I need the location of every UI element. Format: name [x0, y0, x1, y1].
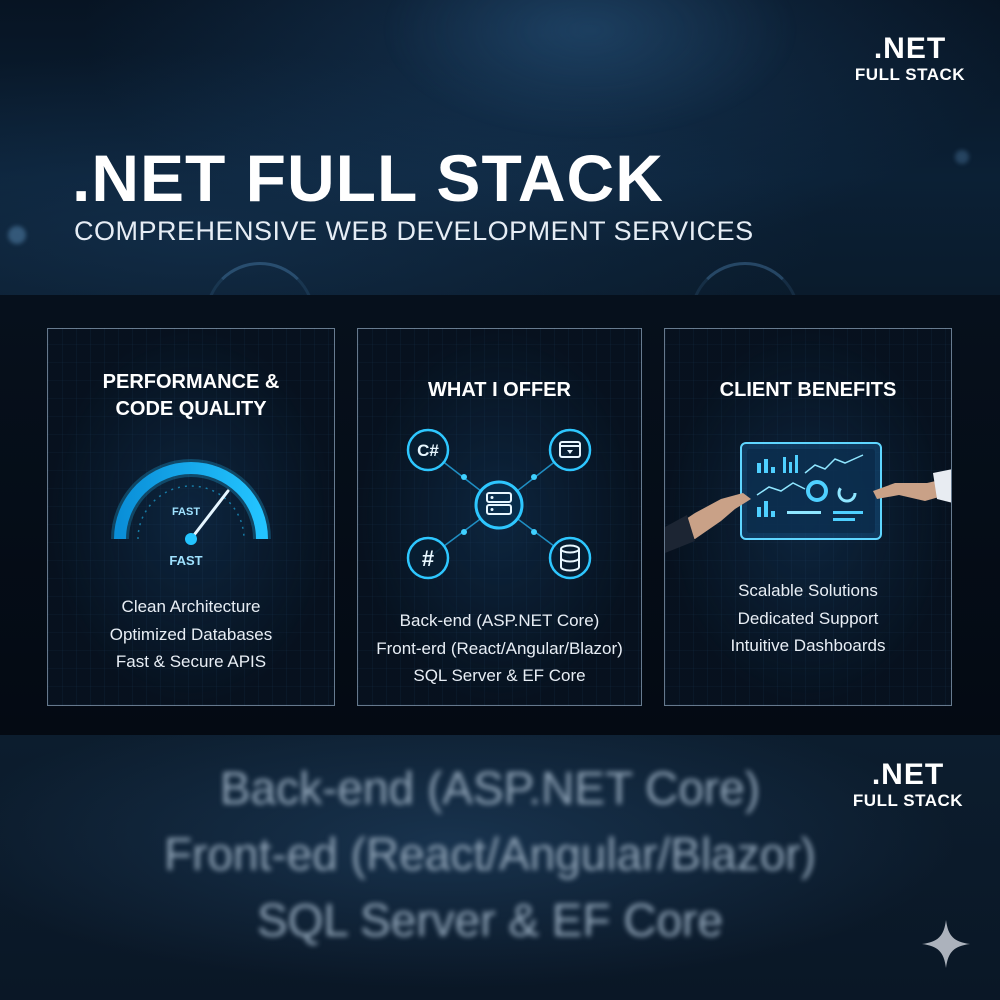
- hero-decorative-arc: [690, 262, 800, 295]
- panel-heading: CLIENT BENEFITS: [719, 379, 897, 401]
- feature-list: Clean Architecture Optimized Databases F…: [48, 593, 334, 676]
- page-title: .NET FULL STACK: [72, 141, 664, 215]
- list-item: Optimized Databases: [109, 624, 273, 644]
- hero-glow: [380, 0, 800, 140]
- list-item: Fast & Secure APIS: [115, 652, 267, 671]
- list-item: Dedicated Support: [737, 608, 879, 628]
- panel-heading-line: CODE QUALITY: [115, 398, 267, 420]
- page-subtitle: COMPREHENSIVE WEB DEVELOPMENT SERVICES: [74, 216, 754, 246]
- list-item: SQL Server & EF Core: [256, 894, 724, 946]
- hash-icon: #: [406, 536, 450, 580]
- list-item: Intuitive Dashboards: [730, 636, 886, 655]
- list-item: Front-ed (React/Angular/Blazor): [164, 828, 816, 880]
- list-item: Clean Architecture: [121, 597, 261, 616]
- database-icon: [548, 536, 592, 580]
- panel-heading-line: PERFORMANCE &: [102, 371, 280, 393]
- browser-window-icon: [548, 428, 592, 472]
- gauge-label-bottom: FAST: [169, 553, 202, 568]
- logo-net-text: .NET: [873, 32, 947, 65]
- logo-full-stack-text: FULL STACK: [852, 791, 964, 810]
- logo-net-text: .NET: [871, 758, 945, 791]
- list-item: Scalable Solutions: [738, 581, 878, 600]
- logo-full-stack-text: FULL STACK: [854, 65, 966, 84]
- hero-banner: .NET FULL STACK COMPREHENSIVE WEB DEVELO…: [0, 0, 1000, 295]
- dashboard-handshake-illustration: [665, 442, 951, 553]
- blurred-footer: [0, 735, 1000, 1000]
- sparkle-icon: [922, 920, 970, 968]
- list-item: Front-erd (React/Angular/Blazor): [376, 638, 623, 658]
- list-item: Back-end (ASP.NET Core): [399, 611, 600, 630]
- hero-bokeh: [8, 226, 26, 244]
- tech-network-diagram: C# #: [406, 428, 592, 580]
- server-icon: [474, 480, 524, 530]
- list-item: Back-end (ASP.NET Core): [219, 762, 761, 814]
- svg-text:#: #: [422, 546, 434, 571]
- hero-bokeh: [955, 150, 969, 164]
- offer-list: Back-end (ASP.NET Core) Front-erd (React…: [358, 607, 641, 690]
- gauge-label-top: FAST: [172, 506, 200, 518]
- brand-logo-bottom: .NET FULL STACK: [852, 758, 964, 810]
- panel-performance: PERFORMANCE & CODE QUALITY FAST FAST Cle…: [47, 328, 335, 706]
- list-item: SQL Server & EF Core: [413, 666, 586, 685]
- panel-heading: WHAT I OFFER: [428, 379, 571, 401]
- panel-what-i-offer: WHAT I OFFER C#: [357, 328, 642, 706]
- hero-decorative-arc: [205, 262, 315, 295]
- csharp-icon: C#: [406, 428, 450, 472]
- brand-logo-top: .NET FULL STACK: [854, 32, 966, 84]
- blurred-offer-list: Back-end (ASP.NET Core) Front-ed (React/…: [0, 755, 1000, 953]
- benefits-list: Scalable Solutions Dedicated Support Int…: [665, 577, 951, 660]
- panel-heading: PERFORMANCE & CODE QUALITY: [48, 369, 334, 423]
- svg-text:C#: C#: [417, 441, 439, 460]
- panel-client-benefits: CLIENT BENEFITS Scalable Solutions Dedic…: [664, 328, 952, 706]
- speedometer-icon: FAST FAST: [111, 459, 271, 568]
